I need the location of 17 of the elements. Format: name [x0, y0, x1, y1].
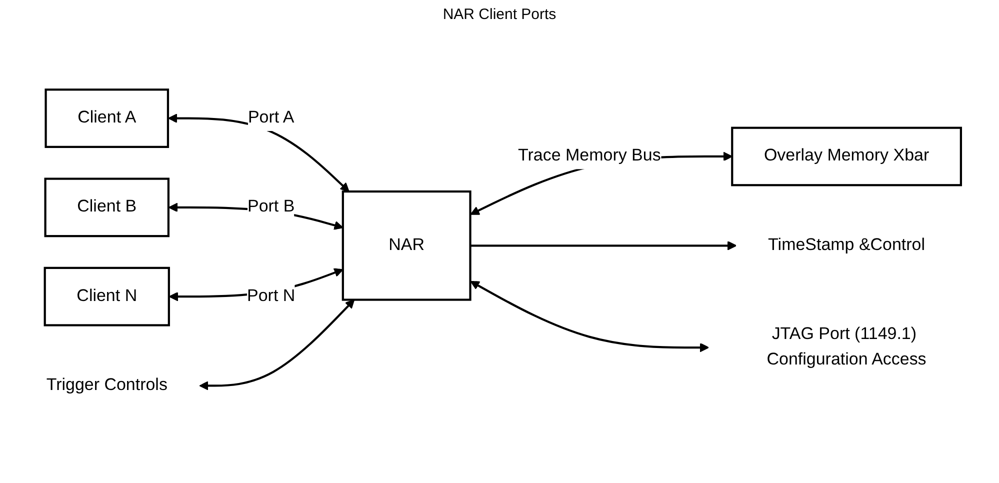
arrow [199, 299, 355, 390]
note-label: NAR Client Ports [442, 6, 556, 23]
edge-label: Trace Memory Bus [518, 146, 661, 165]
arrow [470, 280, 709, 352]
arrow [168, 114, 350, 192]
edge-label: Port B [247, 198, 295, 216]
node-box: Client N [44, 266, 170, 326]
node-text: TimeStamp &Control [768, 236, 926, 254]
edge-label: Port N [247, 287, 296, 306]
edge-label: Port A [248, 108, 294, 127]
node-box: NAR [342, 190, 472, 301]
node-text: Trigger Controls [46, 376, 168, 394]
node-text: JTAG Port (1149.1) Configuration Access [766, 325, 926, 369]
node-box: Client A [44, 88, 170, 148]
arrow [470, 240, 737, 250]
node-box: Overlay Memory Xbar [731, 126, 962, 186]
node-box: Client B [44, 178, 170, 238]
